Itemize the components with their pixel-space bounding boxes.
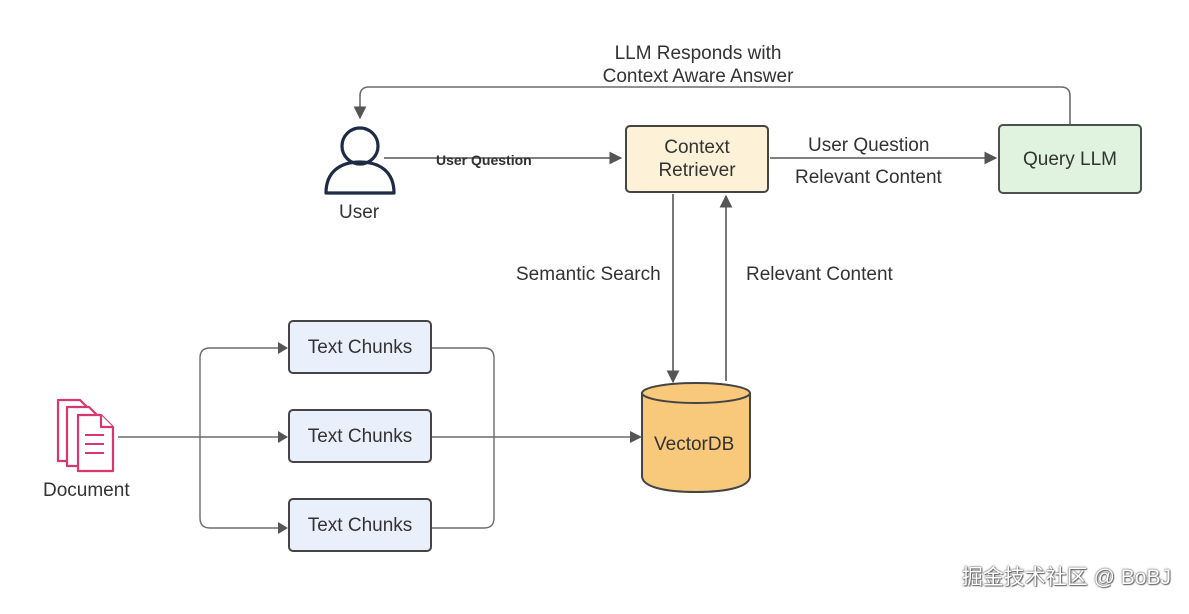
- vectordb-cylinder: [641, 382, 751, 494]
- watermark: 掘金技术社区 @ BoBJ: [961, 566, 1171, 589]
- vectordb-label: VectorDB: [654, 434, 735, 455]
- relevant-content-label-bottom: Relevant Content: [746, 264, 893, 285]
- context-retriever-node: Context Retriever: [625, 125, 769, 193]
- document-label: Document: [43, 480, 130, 501]
- vectordb-arrowhead: [630, 431, 642, 443]
- llm-response-connector: [353, 86, 1071, 124]
- query-llm-node: Query LLM: [998, 124, 1142, 194]
- llm-response-label: LLM Responds with Context Aware Answer: [602, 43, 794, 87]
- text-chunk-node-2: Text Chunks: [288, 409, 432, 463]
- text-chunk-label-3: Text Chunks: [307, 514, 413, 536]
- chunks-to-vectordb-connectors: [432, 347, 638, 529]
- relevant-content-label-right: Relevant Content: [795, 167, 942, 188]
- text-chunk-node-1: Text Chunks: [288, 320, 432, 374]
- user-icon: [324, 126, 396, 195]
- chunk-arrowheads: [278, 342, 288, 534]
- user-label: User: [339, 202, 380, 223]
- user-question-label-right: User Question: [808, 135, 930, 156]
- text-chunk-label-1: Text Chunks: [307, 336, 413, 358]
- context-retriever-label: Context Retriever: [658, 137, 736, 181]
- document-to-chunks-connectors: [118, 347, 285, 529]
- user-question-label-left: User Question: [436, 152, 532, 168]
- text-chunk-label-2: Text Chunks: [307, 425, 413, 447]
- text-chunk-node-3: Text Chunks: [288, 498, 432, 552]
- document-icon: [56, 398, 115, 473]
- query-llm-label: Query LLM: [1023, 148, 1117, 170]
- semantic-search-label: Semantic Search: [516, 264, 661, 285]
